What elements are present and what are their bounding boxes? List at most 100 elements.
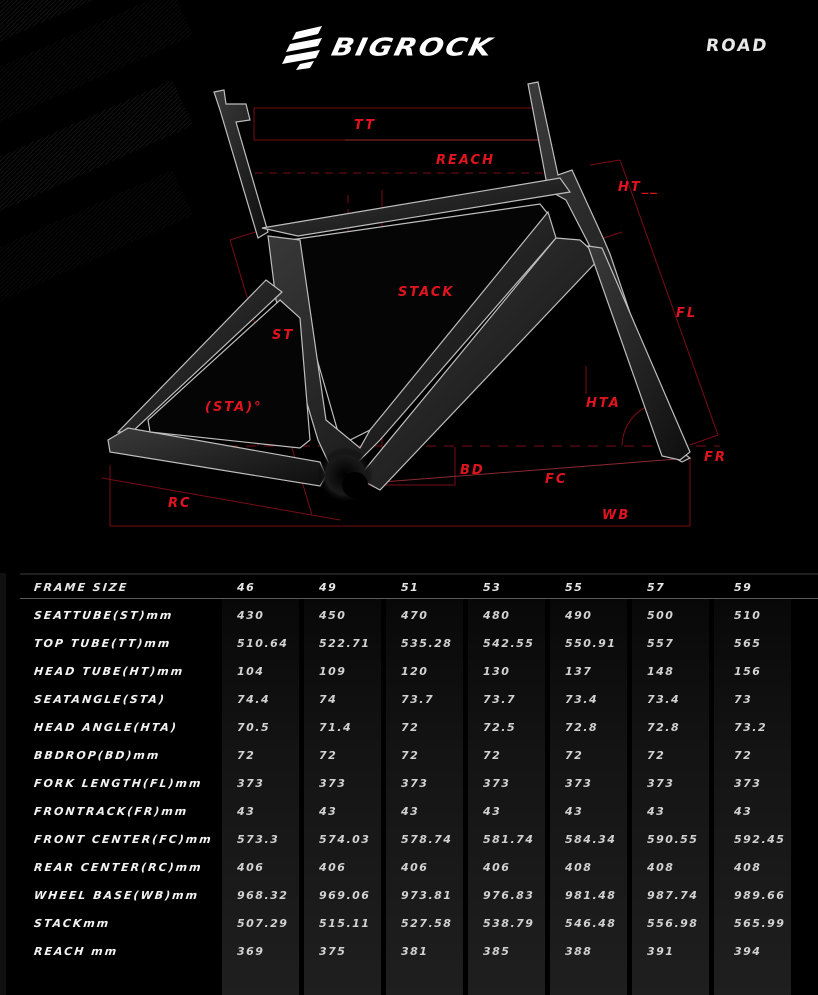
- row-value: 72.5: [483, 720, 517, 734]
- row-value: 408: [734, 860, 762, 874]
- row-value: 450: [319, 608, 347, 622]
- row-value: 120: [401, 664, 429, 678]
- row-value: 522.71: [319, 636, 371, 650]
- row-value: 406: [319, 860, 347, 874]
- row-value: 72.8: [647, 720, 681, 734]
- row-value: 73.2: [734, 720, 768, 734]
- row-value: 72: [237, 748, 256, 762]
- size-header: 51: [401, 580, 420, 594]
- size-column-bg: [714, 599, 791, 995]
- row-value: 590.55: [647, 832, 699, 846]
- row-value: 973.81: [401, 888, 453, 902]
- row-value: 406: [401, 860, 429, 874]
- row-value: 375: [319, 944, 347, 958]
- label-hta: HTA: [586, 396, 621, 411]
- row-value: 480: [483, 608, 511, 622]
- size-column-bg: [222, 599, 299, 995]
- row-value: 565: [734, 636, 762, 650]
- row-value: 578.74: [401, 832, 453, 846]
- row-value: 510: [734, 608, 762, 622]
- row-value: 73.7: [483, 692, 517, 706]
- row-value: 408: [565, 860, 593, 874]
- row-label: FRONTRACK(FR)mm: [33, 804, 189, 818]
- row-value: 968.32: [237, 888, 289, 902]
- size-column-bg: [468, 599, 545, 995]
- row-value: 976.83: [483, 888, 535, 902]
- row-value: 369: [237, 944, 265, 958]
- row-value: 73.4: [565, 692, 599, 706]
- size-column-bg: [304, 599, 381, 995]
- row-value: 430: [237, 608, 265, 622]
- row-value: 592.45: [734, 832, 786, 846]
- row-value: 574.03: [319, 832, 371, 846]
- row-value: 500: [647, 608, 675, 622]
- row-value: 72: [401, 748, 420, 762]
- bike-category: ROAD: [704, 36, 770, 56]
- size-column-bg: [550, 599, 627, 995]
- row-value: 527.58: [401, 916, 453, 930]
- row-value: 43: [483, 804, 502, 818]
- row-value: 507.29: [237, 916, 289, 930]
- row-label: HEAD ANGLE(HTA): [33, 720, 179, 734]
- row-value: 584.34: [565, 832, 617, 846]
- label-sta: (STA)°: [205, 400, 263, 415]
- row-label: WHEEL BASE(WB)mm: [33, 888, 200, 902]
- bigrock-logo-icon: [282, 26, 322, 70]
- row-value: 43: [237, 804, 256, 818]
- label-fl: FL: [676, 306, 698, 321]
- geometry-table: FRAME SIZE 46 49 51 53 55 57 59 SEATTUBE…: [0, 573, 818, 995]
- row-value: 408: [647, 860, 675, 874]
- row-value: 373: [565, 776, 593, 790]
- row-value: 557: [647, 636, 675, 650]
- row-value: 43: [319, 804, 338, 818]
- stripe: [0, 0, 193, 86]
- row-value: 72: [401, 720, 420, 734]
- row-value: 130: [483, 664, 511, 678]
- row-value: 373: [483, 776, 511, 790]
- row-value: 381: [401, 944, 429, 958]
- row-value: 470: [401, 608, 429, 622]
- row-value: 73.7: [401, 692, 435, 706]
- row-value: 546.48: [565, 916, 617, 930]
- row-value: 43: [401, 804, 420, 818]
- row-value: 510.64: [237, 636, 289, 650]
- row-value: 573.3: [237, 832, 280, 846]
- header-bottom-divider: [20, 598, 818, 599]
- label-bd: BD: [460, 463, 485, 478]
- row-value: 989.66: [734, 888, 786, 902]
- row-value: 385: [483, 944, 511, 958]
- row-value: 72: [647, 748, 666, 762]
- size-header: 46: [237, 580, 256, 594]
- row-value: 74.4: [237, 692, 271, 706]
- label-reach: REACH: [436, 153, 495, 168]
- size-header: 55: [565, 580, 584, 594]
- size-header: 53: [483, 580, 502, 594]
- row-label: SEATANGLE(STA): [33, 692, 167, 706]
- row-value: 981.48: [565, 888, 617, 902]
- header-top-divider: [20, 573, 818, 575]
- row-value: 104: [237, 664, 265, 678]
- table-header-row: FRAME SIZE 46 49 51 53 55 57 59: [20, 573, 818, 601]
- row-value: 515.11: [319, 916, 371, 930]
- row-value: 581.74: [483, 832, 535, 846]
- row-value: 556.98: [647, 916, 699, 930]
- label-tt: TT: [354, 118, 377, 133]
- row-value: 987.74: [647, 888, 699, 902]
- label-stack: STACK: [398, 285, 455, 300]
- row-label: FORK LENGTH(FL)mm: [33, 776, 204, 790]
- row-value: 406: [237, 860, 265, 874]
- row-value: 373: [237, 776, 265, 790]
- row-value: 535.28: [401, 636, 453, 650]
- row-value: 373: [319, 776, 347, 790]
- row-value: 373: [401, 776, 429, 790]
- label-fc: FC: [545, 472, 568, 487]
- row-value: 72.8: [565, 720, 599, 734]
- row-value: 550.91: [565, 636, 617, 650]
- frame-geometry-diagram: TT REACH HT__ STACK FL ST (STA)° HTA BD …: [0, 80, 818, 550]
- row-label: TOP TUBE(TT)mm: [33, 636, 173, 650]
